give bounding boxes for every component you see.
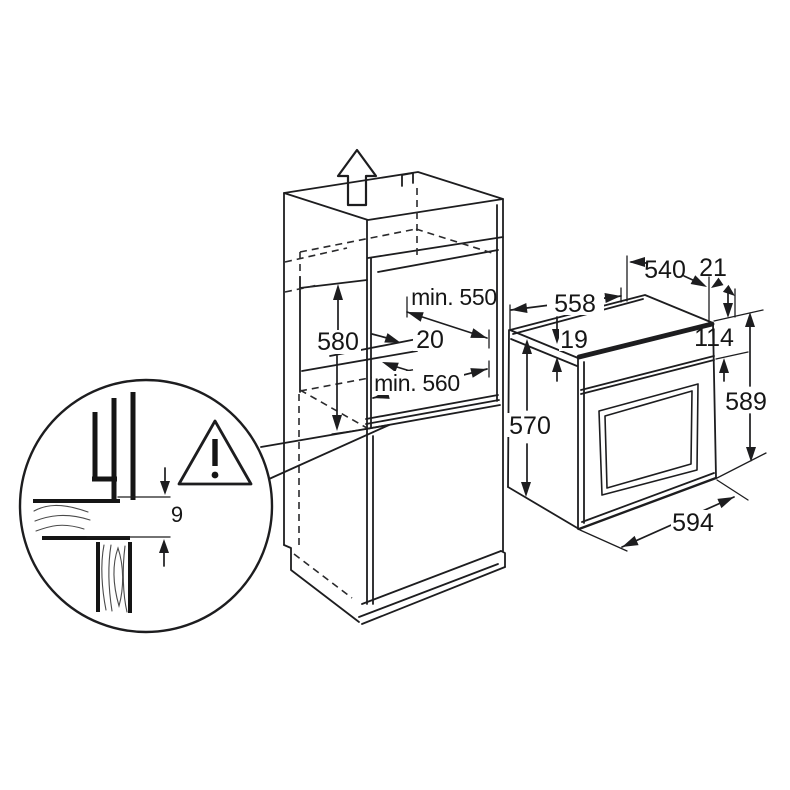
dim-oven-front-height-label: 589 xyxy=(725,388,767,416)
dim-niche-depth-label: min. 550 xyxy=(411,284,497,310)
oven-door-window xyxy=(598,383,699,496)
dim-control-panel-height-label: 114 xyxy=(694,324,734,352)
dim-niche-width-label: min. 560 xyxy=(374,370,460,396)
oven-dimensions: 558 540 21 19 114 589 570 594 xyxy=(507,254,770,552)
niche-dimensions: 580 min. 550 20 min. 560 xyxy=(315,284,497,431)
wood-grain xyxy=(33,504,128,613)
dim-oven-top-width-label: 558 xyxy=(554,290,596,318)
dim-bottom-gap-label: 9 xyxy=(171,502,183,527)
wall-spacer-tab xyxy=(401,172,414,187)
dim-door-protrusion-label: 21 xyxy=(699,254,727,282)
tall-cabinet xyxy=(283,171,506,625)
dim-rear-gap-label: 20 xyxy=(416,326,444,354)
dim-oven-side-height-label: 570 xyxy=(509,412,551,440)
warning-triangle-icon xyxy=(177,419,253,486)
detail-callout-wedge xyxy=(260,424,390,480)
dim-oven-depth-label: 540 xyxy=(644,256,686,284)
up-arrow-icon xyxy=(336,148,378,207)
detail-circle: 9 xyxy=(18,378,274,634)
dim-niche-height-label: 580 xyxy=(317,328,359,356)
dim-top-frame-label: 19 xyxy=(560,326,588,354)
dim-oven-front-width-label: 594 xyxy=(672,509,714,537)
